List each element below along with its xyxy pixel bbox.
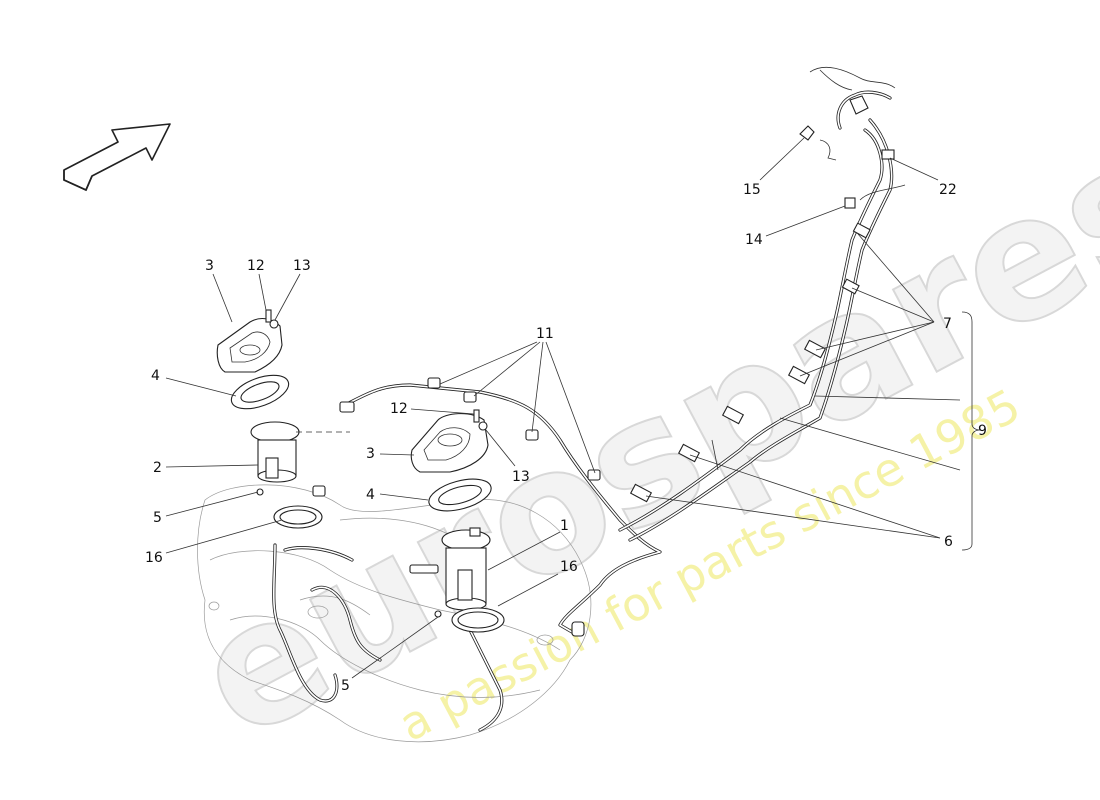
right-pump-assembly [410, 409, 505, 633]
callout-4-right: 4 [366, 487, 375, 503]
pipe-clips [427, 125, 895, 503]
callout-7: 7 [943, 316, 952, 332]
callout-15: 15 [743, 182, 761, 198]
leader-lines [165, 137, 981, 679]
fuel-line-main [339, 383, 662, 637]
callout-2: 2 [153, 460, 162, 476]
callouts: 3 12 13 4 2 5 16 11 12 3 13 4 1 16 5 15 … [145, 182, 987, 694]
callout-13-left: 13 [293, 258, 311, 274]
callout-11: 11 [536, 326, 554, 342]
callout-3-right: 3 [366, 446, 375, 462]
callout-16-left: 16 [145, 550, 163, 566]
arrow-icon [63, 123, 171, 192]
callout-14: 14 [745, 232, 763, 248]
watermark: eurospares a passion for parts since 198… [166, 98, 1100, 779]
callout-1: 1 [560, 518, 569, 534]
callout-4-left: 4 [151, 368, 160, 384]
callout-12-right: 12 [390, 401, 408, 417]
fuel-lines-right [618, 66, 906, 542]
callout-16-right: 16 [560, 559, 578, 575]
callout-6: 6 [944, 534, 953, 550]
callout-9: 9 [978, 423, 987, 439]
callout-5-left: 5 [153, 510, 162, 526]
left-pump-assembly [216, 309, 350, 529]
callout-12-left: 12 [247, 258, 265, 274]
tank-hoses [272, 543, 504, 732]
callout-13-right: 13 [512, 469, 530, 485]
callout-3-left: 3 [205, 258, 214, 274]
callout-22: 22 [939, 182, 957, 198]
callout-5-right: 5 [341, 678, 350, 694]
